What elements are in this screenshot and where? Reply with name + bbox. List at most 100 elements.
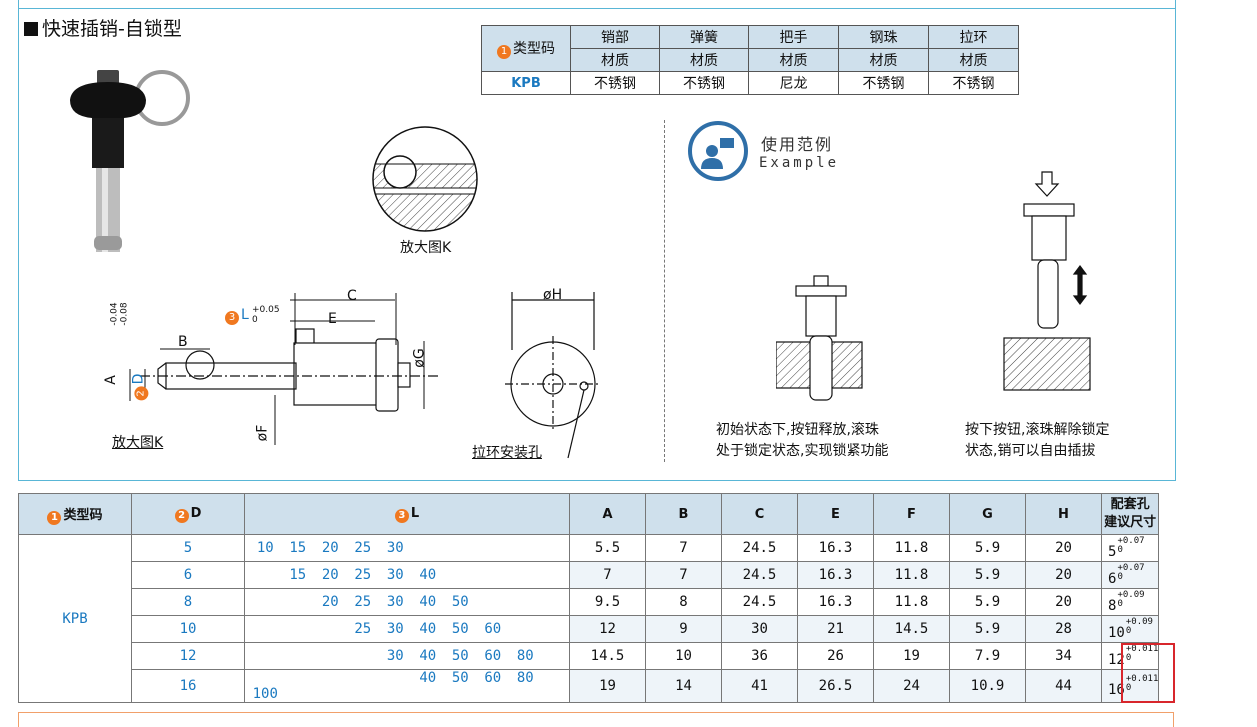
cell-e: 26.5 (797, 669, 874, 703)
page-title: 快速插销-自锁型 (24, 14, 182, 41)
l-option: 20 (321, 540, 339, 556)
l-option: 25 (354, 540, 372, 556)
section-divider (664, 120, 665, 462)
dim-e: E (328, 311, 337, 327)
cell-g: 5.9 (949, 615, 1026, 643)
l-option: 30 (386, 621, 404, 637)
material-attr: 材质 (928, 48, 1019, 72)
presenter-icon (688, 121, 748, 181)
example-locked-drawing (776, 275, 863, 401)
cell-b: 8 (645, 588, 722, 616)
col-e: E (797, 493, 874, 535)
material-attr: 材质 (570, 48, 660, 72)
cell-h: 28 (1025, 615, 1102, 643)
material-col-header: 钢珠 (838, 25, 929, 49)
cell-c: 30 (721, 615, 798, 643)
l-option: 40 (419, 567, 437, 583)
cell-d: 8 (131, 588, 245, 616)
col-h: H (1025, 493, 1102, 535)
cell-c: 36 (721, 642, 798, 670)
l-option: 40 (419, 670, 437, 686)
cell-d: 16 (131, 669, 245, 703)
dim-c: C (347, 288, 357, 304)
l-option: 30 (386, 567, 404, 583)
dim-f: øF (254, 424, 271, 442)
cell-b: 10 (645, 642, 722, 670)
l-option: 40 (419, 648, 437, 664)
cell-d: 10 (131, 615, 245, 643)
col-c: C (721, 493, 798, 535)
material-value: 不锈钢 (570, 71, 660, 95)
material-value: 不锈钢 (838, 71, 929, 95)
example-title: 使用范例 (761, 135, 834, 154)
cell-d: 5 (131, 534, 245, 562)
pin-dimension-drawing (129, 293, 440, 445)
cell-a: 7 (569, 561, 646, 589)
cell-d: 6 (131, 561, 245, 589)
example-subtitle: Example (759, 155, 840, 171)
detail-k-drawing (372, 126, 478, 232)
col-fit: 配套孔建议尺寸 (1100, 493, 1160, 535)
cell-c: 41 (721, 669, 798, 703)
l-option: 25 (354, 621, 372, 637)
material-col-header: 销部 (570, 25, 660, 49)
cell-e: 26 (797, 642, 874, 670)
material-attr: 材质 (659, 48, 749, 72)
cell-e: 16.3 (797, 534, 874, 562)
cell-a: 14.5 (569, 642, 646, 670)
detail-k-label: 放大图K (112, 435, 164, 451)
cell-f: 11.8 (873, 588, 950, 616)
cell-b: 7 (645, 561, 722, 589)
cell-b: 9 (645, 615, 722, 643)
cell-g: 5.9 (949, 588, 1026, 616)
l-option: 50 (451, 648, 469, 664)
dim-g: øG (411, 348, 428, 368)
highlight-box (1121, 643, 1175, 703)
product-photo (70, 70, 190, 252)
top-border (18, 8, 1175, 9)
cell-f: 24 (873, 669, 950, 703)
l-option: 40 (419, 594, 437, 610)
cell-c: 24.5 (721, 588, 798, 616)
example-unlocked-text: 按下按钮,滚珠解除锁定状态,销可以自由插拔 (965, 422, 1110, 459)
l-option: 20 (321, 567, 339, 583)
l-option: 50 (451, 670, 469, 686)
ring-hole-caption: 拉环安装孔 (472, 445, 542, 461)
material-col-header: 把手 (748, 25, 839, 49)
material-value: 不锈钢 (659, 71, 749, 95)
cell-d: 12 (131, 642, 245, 670)
material-value: 不锈钢 (928, 71, 1019, 95)
l-option: 30 (386, 648, 404, 664)
cell-e: 16.3 (797, 588, 874, 616)
material-attr: 材质 (838, 48, 929, 72)
cell-f: 11.8 (873, 561, 950, 589)
dim-d: 2D (130, 374, 149, 401)
col-b: B (645, 493, 722, 535)
l-option: 80 (516, 670, 534, 686)
cell-e: 16.3 (797, 561, 874, 589)
row-type-code: KPB (18, 534, 132, 703)
cell-a: 19 (569, 669, 646, 703)
cell-b: 14 (645, 669, 722, 703)
cell-f: 19 (873, 642, 950, 670)
